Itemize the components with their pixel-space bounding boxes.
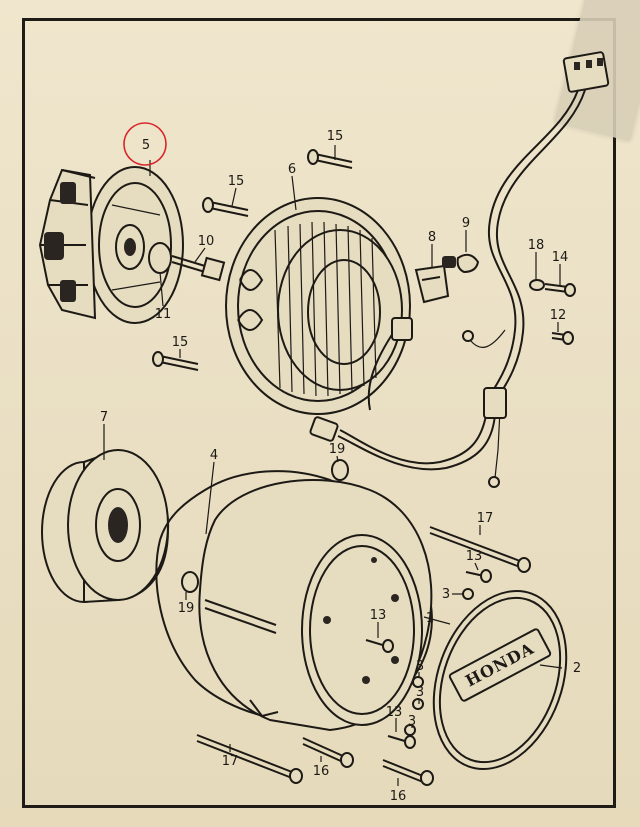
callout-part-12: 12 [550,308,567,323]
stator-part-6 [225,197,411,415]
honda-cover-part-2: HONDA [432,589,568,771]
bolt-part-17-upper [429,526,531,573]
callout-part-8: 8 [428,230,436,245]
callout-part-2: 2 [573,661,581,676]
dowel-part-19-upper [331,459,349,481]
callout-part-19-upper: 19 [329,442,346,457]
clip-part-9 [456,253,480,274]
callout-part-15-upper: 15 [327,129,344,144]
screw-part-14 [544,283,576,297]
callout-part-14: 14 [552,250,569,265]
bolt-part-16-right [382,759,434,786]
diagram-frame [22,18,616,808]
callout-part-17-lower: 17 [222,754,239,769]
callout-part-3-mid-b: 3 [416,685,424,700]
wiring-harness [309,51,610,488]
callout-part-15-mid: 15 [228,174,245,189]
callout-part-6: 6 [288,162,296,177]
screw-part-3-c [412,698,424,710]
callout-part-3-upper: 3 [442,587,450,602]
callout-part-13-upper: 13 [466,549,483,564]
callout-labels: 5 15 15 15 6 10 11 8 9 18 14 12 7 4 19 1… [100,129,581,804]
callout-part-13-mid: 13 [370,608,387,623]
callout-part-5: 5 [142,138,150,153]
bolt-part-10 [171,255,226,282]
callout-part-13-lower: 13 [386,705,403,720]
bolt-part-16-left [302,737,354,768]
clamp-part-8 [414,256,456,304]
dowel-part-19-lower [181,571,199,593]
rotor-hub-part [38,166,184,324]
screw-part-3-b [412,676,424,688]
callout-part-3-mid-a: 3 [416,659,424,674]
bolt-part-17-lower [196,734,303,784]
screw-part-13-b [365,639,394,653]
callout-part-9: 9 [462,216,470,231]
callout-part-16-left: 16 [313,764,330,779]
bolt-part-15-mid [202,197,249,217]
callout-part-15-lower: 15 [172,335,189,350]
callout-part-7: 7 [100,410,108,425]
washer-part-18 [529,279,545,291]
callout-part-18: 18 [528,238,545,253]
generator-cover-part-1 [198,479,433,732]
screw-part-3-a [462,588,474,600]
screw-part-13-a [465,569,492,583]
rotor-part-7 [41,448,170,604]
callout-part-4: 4 [210,448,218,463]
leader-lines [103,145,563,786]
bolt-part-15-lower [152,351,199,371]
screw-part-12 [551,331,574,345]
callout-part-3-lower: 3 [408,714,416,729]
highlight-circle [123,122,167,166]
callout-part-17-upper: 17 [477,511,494,526]
callout-part-1: 1 [426,611,434,626]
callout-part-11: 11 [155,307,172,322]
washer-part-11 [148,242,172,274]
callout-part-16-right: 16 [390,789,407,804]
callout-part-19-lower: 19 [178,601,195,616]
bolt-part-15-upper [307,149,353,169]
gasket-part-4 [155,470,433,725]
callout-part-10: 10 [198,234,215,249]
screw-part-13-c [387,735,416,749]
